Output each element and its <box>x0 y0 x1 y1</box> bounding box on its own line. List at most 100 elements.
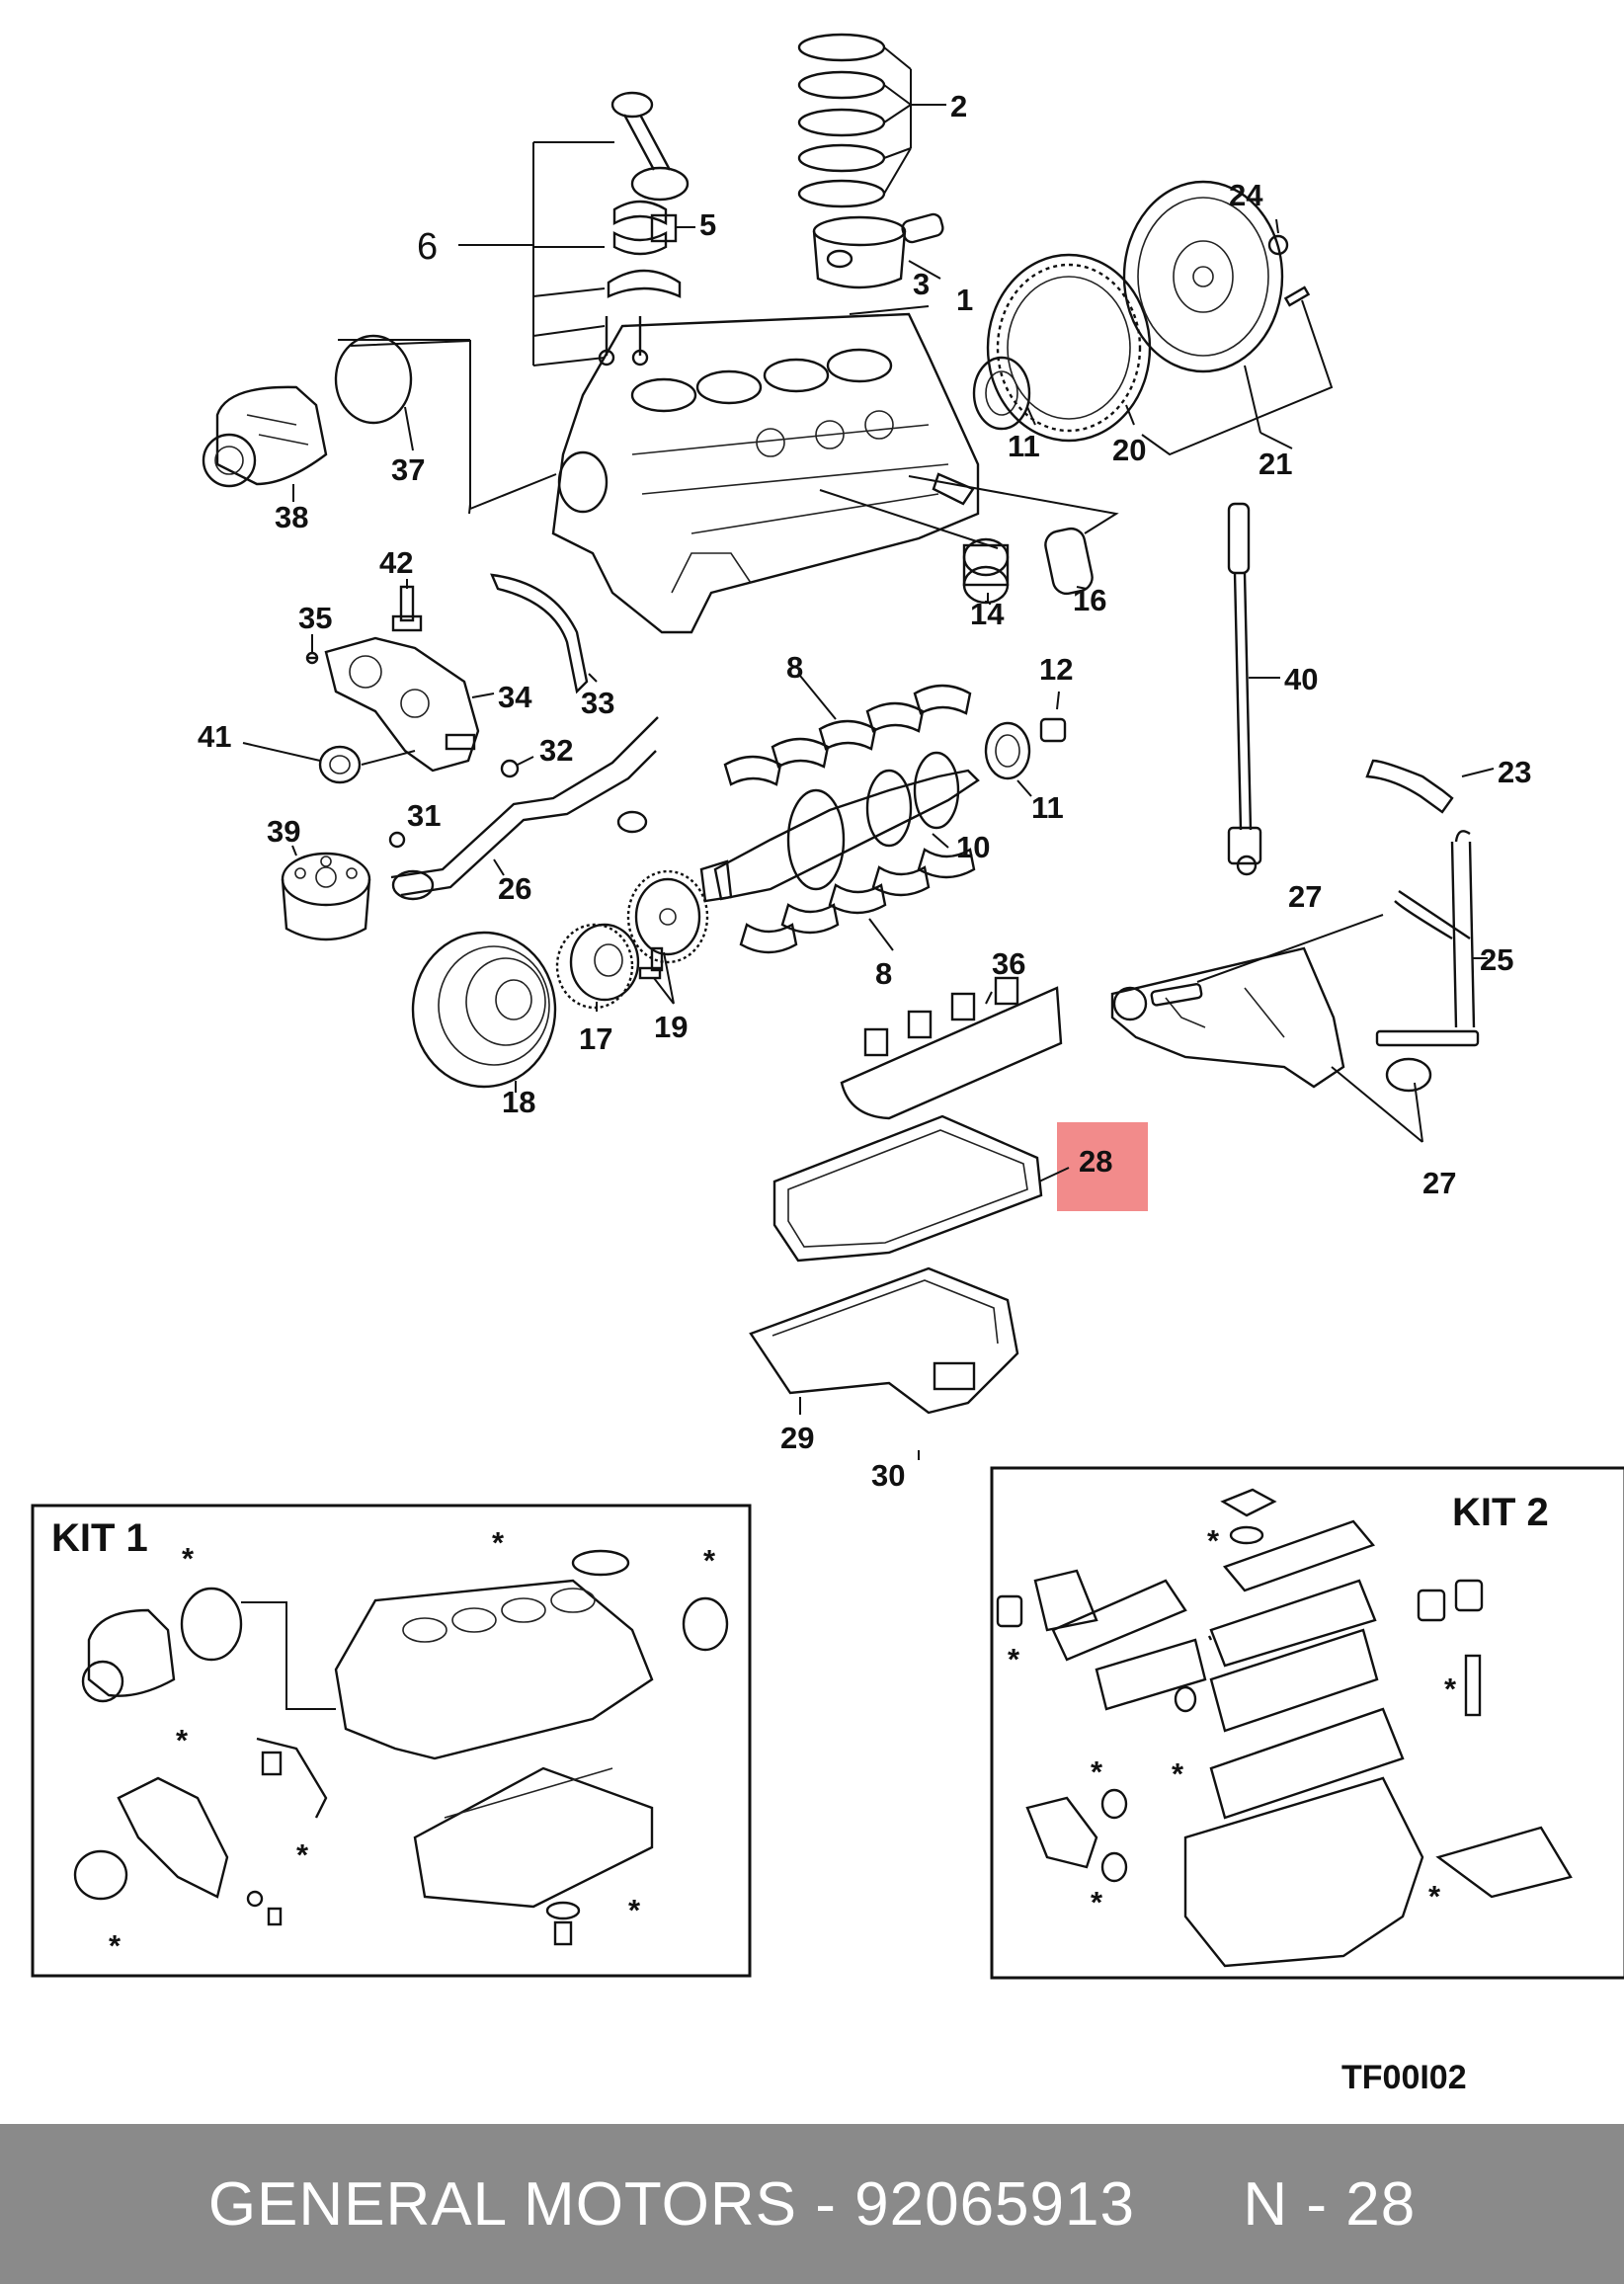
footer-bar: GENERAL MOTORS - 92065913 N - 28 <box>0 2124 1624 2284</box>
oil-pipe <box>1375 830 1480 1047</box>
oil-pickup-tube <box>390 716 659 901</box>
callout-19: 19 <box>654 1010 688 1044</box>
oil-pressure-switch <box>391 585 423 632</box>
kit-1-parts <box>73 1549 729 1946</box>
callout-30: 30 <box>871 1458 905 1493</box>
callout-31: 31 <box>407 798 441 833</box>
callout-16: 16 <box>1073 583 1106 617</box>
callout-27-upper: 27 <box>1288 879 1322 914</box>
piston-rings <box>797 33 886 208</box>
callout-23: 23 <box>1498 755 1531 789</box>
rear-seal-lower <box>984 721 1031 780</box>
highlight-box <box>1057 1122 1148 1211</box>
crankshaft <box>699 751 980 903</box>
callout-36: 36 <box>992 946 1025 981</box>
callout-21: 21 <box>1259 447 1292 481</box>
callout-5: 5 <box>699 207 716 242</box>
callout-40: 40 <box>1284 662 1318 696</box>
exploded-engine-diagram: 2 3 5 6 1 24 11 20 21 37 38 14 16 42 35 … <box>31 33 1624 2096</box>
callout-20: 20 <box>1112 433 1146 467</box>
rear-seal-upper <box>972 356 1031 431</box>
flywheel <box>1122 180 1284 373</box>
timing-cover-gasket <box>490 573 589 694</box>
pilot-bearing <box>1039 717 1067 743</box>
kit-1-marker: * <box>109 1928 122 1963</box>
oil-pan-gasket <box>772 1114 1043 1263</box>
callout-24: 24 <box>1229 178 1263 212</box>
kit-2-parts <box>996 1488 1573 1968</box>
oil-pump <box>324 636 480 773</box>
kit-1-marker: * <box>628 1893 641 1927</box>
callout-28: 28 <box>1079 1144 1112 1179</box>
footer-part-number: GENERAL MOTORS - 92065913 N - 28 <box>207 2169 1417 2239</box>
timing-gear <box>626 869 709 980</box>
connecting-rod <box>598 91 690 367</box>
gasket-small <box>1385 1057 1432 1093</box>
bearing-cap-girdle <box>840 976 1063 1120</box>
engine-block <box>551 312 980 634</box>
callout-6: 6 <box>417 226 438 268</box>
flywheel-bolts <box>1267 234 1311 307</box>
callout-2: 2 <box>950 89 967 123</box>
kit-1-marker: * <box>182 1541 195 1576</box>
kit-2-marker: * <box>1091 1885 1103 1919</box>
seal-gasket <box>1044 527 1094 596</box>
callout-37: 37 <box>391 452 425 487</box>
oil-cooler-housing <box>1110 946 1345 1089</box>
callout-29: 29 <box>780 1421 814 1455</box>
callout-42: 42 <box>379 545 413 580</box>
callout-35: 35 <box>298 601 332 635</box>
callout-10: 10 <box>956 830 990 864</box>
oil-pan <box>749 1266 1019 1415</box>
callout-11-lower: 11 <box>1031 790 1064 825</box>
callout-11-upper: 11 <box>1008 429 1040 463</box>
kit-2-marker: * <box>1008 1642 1020 1676</box>
callout-8-lower: 8 <box>875 956 892 991</box>
front-seal <box>318 745 362 784</box>
kit-1-marker: * <box>296 1837 309 1872</box>
callout-14: 14 <box>970 597 1005 631</box>
callout-18: 18 <box>502 1085 535 1119</box>
gasket-ring <box>500 759 520 778</box>
kit-2-marker: * <box>1091 1754 1103 1789</box>
kit-2-marker: * <box>1428 1879 1441 1914</box>
kit-2-panel: KIT 2 * * * * * * * <box>990 1466 1624 1980</box>
callout-34: 34 <box>498 680 532 714</box>
piston <box>812 212 944 289</box>
callout-26: 26 <box>498 871 531 906</box>
upper-main-bearings <box>723 684 972 786</box>
ring-gear <box>986 253 1152 443</box>
kit-2-marker: * <box>1172 1756 1184 1791</box>
callout-33: 33 <box>581 686 614 720</box>
callout-8-upper: 8 <box>786 650 803 685</box>
kit-2-marker: * <box>1444 1672 1457 1706</box>
diagram-code: TF00I02 <box>1341 2059 1467 2096</box>
oil-filter <box>281 852 371 941</box>
callout-3: 3 <box>913 267 930 301</box>
callout-17: 17 <box>579 1021 612 1056</box>
kit-2-marker: * <box>1207 1523 1220 1558</box>
dipstick <box>1227 502 1262 876</box>
kit-2-title: KIT 2 <box>1452 1491 1549 1534</box>
callout-32: 32 <box>539 733 573 768</box>
kit-1-marker: * <box>492 1525 505 1560</box>
callout-25: 25 <box>1480 942 1513 977</box>
water-pump-gasket <box>334 334 413 425</box>
callout-39: 39 <box>267 814 300 849</box>
callout-1: 1 <box>956 283 973 317</box>
kit-1-marker: * <box>176 1723 189 1757</box>
callout-41: 41 <box>198 719 231 754</box>
callout-38: 38 <box>275 500 308 534</box>
kit-1-title: KIT 1 <box>51 1516 148 1560</box>
water-pump <box>202 385 328 488</box>
crankshaft-seal <box>962 537 1010 605</box>
kit-1-marker: * <box>703 1543 716 1578</box>
crank-sprocket <box>555 923 640 1010</box>
lower-main-bearings <box>739 848 976 954</box>
callout-27-lower: 27 <box>1422 1166 1456 1200</box>
callout-12: 12 <box>1039 652 1073 687</box>
hose <box>1365 759 1454 814</box>
o-ring-small <box>388 831 406 849</box>
kit-1-panel: KIT 1 * * * * * * <box>31 1504 752 1978</box>
crank-pulley <box>411 931 557 1089</box>
